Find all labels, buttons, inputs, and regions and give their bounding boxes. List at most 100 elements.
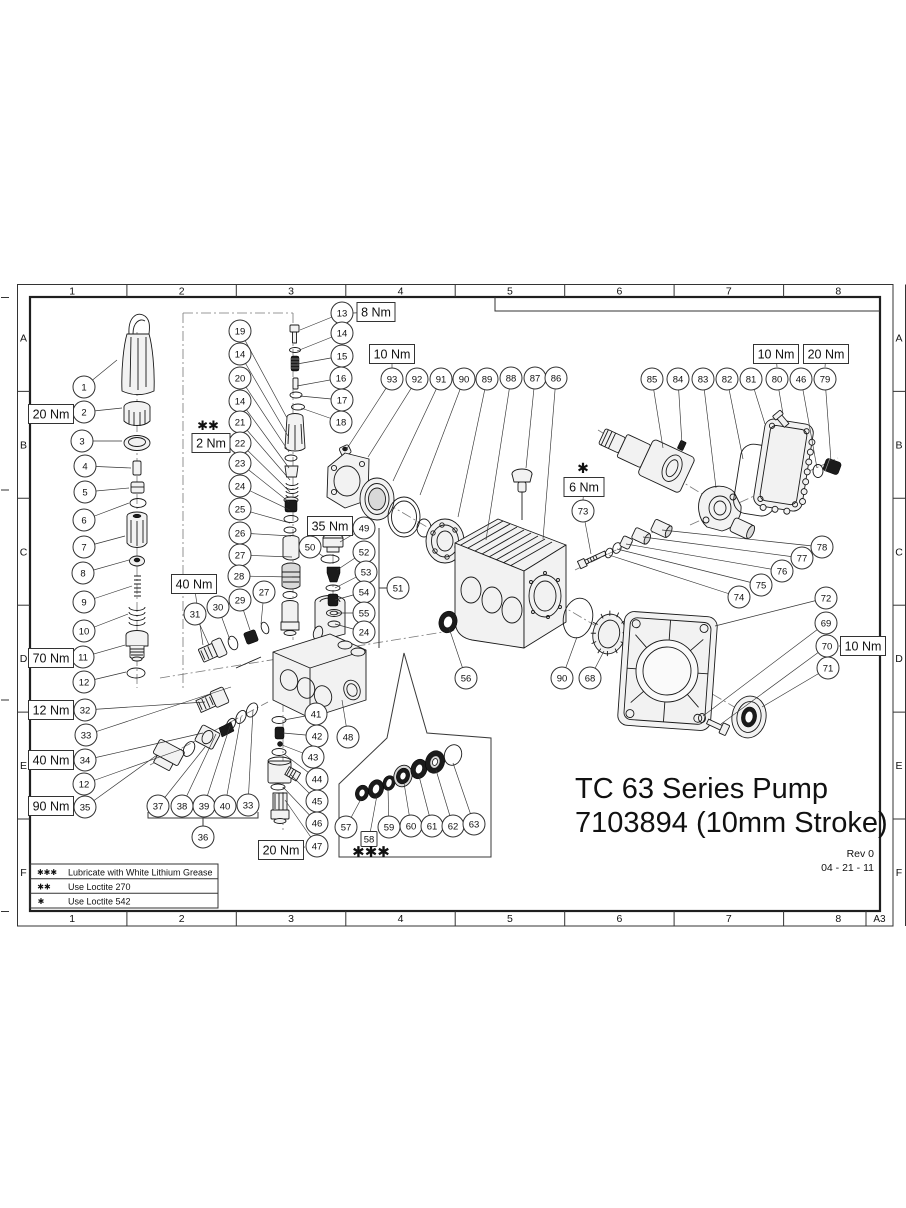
note-symbol: ✱✱ (37, 883, 51, 892)
callout-number: 87 (530, 373, 541, 384)
torque-value: 8 Nm (361, 305, 391, 319)
callout-20: 20 (228, 366, 252, 390)
callout-number: 14 (235, 349, 246, 360)
callout-number: 12 (79, 677, 90, 688)
grid-row-label: B (895, 439, 902, 451)
parts-cover-hardware (698, 695, 767, 739)
callout-number: 90 (557, 673, 568, 684)
callout-80: 80 (765, 367, 789, 391)
callout-number: 74 (734, 592, 745, 603)
callout-27: 27 (252, 580, 276, 604)
callout-number: 26 (235, 528, 246, 539)
grid-col-label: 6 (616, 913, 622, 925)
callout-62: 62 (441, 814, 465, 838)
callout-number: 20 (235, 373, 246, 384)
callout-number: 92 (412, 374, 423, 385)
callout-79: 79 (813, 367, 837, 391)
callout-number: 48 (343, 732, 354, 743)
callout-number: 33 (243, 800, 254, 811)
callout-number: 75 (756, 580, 767, 591)
callout-number: 43 (308, 752, 319, 763)
callout-68: 68 (578, 666, 602, 690)
callout-number: 27 (259, 587, 270, 598)
callout-21: 21 (228, 410, 252, 434)
grid-row-label: B (20, 439, 27, 451)
callout-number: 68 (585, 673, 596, 684)
callout-32: 32 (73, 698, 97, 722)
grid-col-label: 2 (179, 286, 185, 298)
torque-value: 10 Nm (374, 347, 411, 361)
callout-number: 83 (698, 374, 709, 385)
callout-2: 2 (72, 400, 96, 424)
callout-58: 58 (360, 831, 378, 847)
callout-87: 87 (523, 366, 547, 390)
callout-57: 57 (334, 815, 358, 839)
callout-13: 13 (330, 301, 354, 325)
callout-number: 11 (78, 652, 88, 663)
callout-89: 89 (475, 367, 499, 391)
callout-85: 85 (640, 367, 664, 391)
callout-33: 33 (74, 723, 98, 747)
callout-18: 18 (329, 410, 353, 434)
star-marker: ✱ (577, 460, 589, 476)
callout-number: 62 (448, 821, 459, 832)
callout-number: 32 (80, 705, 91, 716)
callout-number: 91 (436, 374, 447, 385)
callout-73: 73 (571, 499, 595, 523)
callout-number: 46 (796, 374, 807, 385)
callout-93: 93 (380, 367, 404, 391)
callout-31: 31 (183, 602, 207, 626)
title-block: TC 63 Series Pump 7103894 (10mm Stroke) … (575, 773, 888, 925)
grid-col-label: 7 (726, 286, 732, 298)
torque-value: 40 Nm (176, 577, 213, 591)
torque-label: 10 Nm (753, 344, 799, 364)
parts-unloader-column (267, 716, 302, 824)
grid-col-label: 5 (507, 286, 513, 298)
torque-value: 40 Nm (33, 753, 70, 767)
callout-number: 93 (387, 374, 398, 385)
grid-row-label: D (20, 653, 28, 665)
callout-3: 3 (70, 429, 94, 453)
grid-row-label: E (895, 760, 902, 772)
callout-50: 50 (298, 535, 322, 559)
callout-number: 55 (359, 608, 370, 619)
callout-number: 24 (235, 481, 246, 492)
callout-14: 14 (228, 389, 252, 413)
callout-22: 22 (228, 431, 252, 455)
grid-col-label: 8 (835, 913, 841, 925)
part-crankcase (454, 468, 567, 649)
callout-33: 33 (236, 793, 260, 817)
callout-46: 46 (305, 811, 329, 835)
callout-number: 10 (79, 626, 90, 637)
callout-41: 41 (304, 702, 328, 726)
callout-number: 59 (384, 822, 395, 833)
grid-col-label: 5 (507, 913, 513, 925)
grid-col-label: 6 (616, 286, 622, 298)
callout-28: 28 (227, 564, 251, 588)
sheet-format-label: A3 (873, 914, 886, 925)
part-manifold (272, 595, 367, 719)
callout-8: 8 (71, 561, 95, 585)
callout-36: 36 (191, 825, 215, 849)
callout-19: 19 (228, 319, 252, 343)
callout-number: 14 (235, 396, 246, 407)
callout-63: 63 (462, 812, 486, 836)
callout-number: 53 (361, 567, 372, 578)
callout-46: 46 (789, 367, 813, 391)
callout-number: 78 (817, 542, 828, 553)
callout-number: 76 (777, 566, 788, 577)
grid-row-label: C (895, 546, 903, 558)
callout-49: 49 (352, 516, 376, 540)
callout-1: 1 (72, 375, 96, 399)
sheet-frame (1, 284, 906, 927)
callout-number: 63 (469, 819, 480, 830)
callout-number: 25 (235, 504, 246, 515)
drawing-title-line1: TC 63 Series Pump (575, 773, 828, 805)
callout-number: 37 (153, 801, 164, 812)
torque-label: 10 Nm (369, 344, 415, 364)
callout-number: 70 (822, 641, 833, 652)
callout-number: 89 (482, 374, 493, 385)
callout-number: 57 (341, 822, 352, 833)
